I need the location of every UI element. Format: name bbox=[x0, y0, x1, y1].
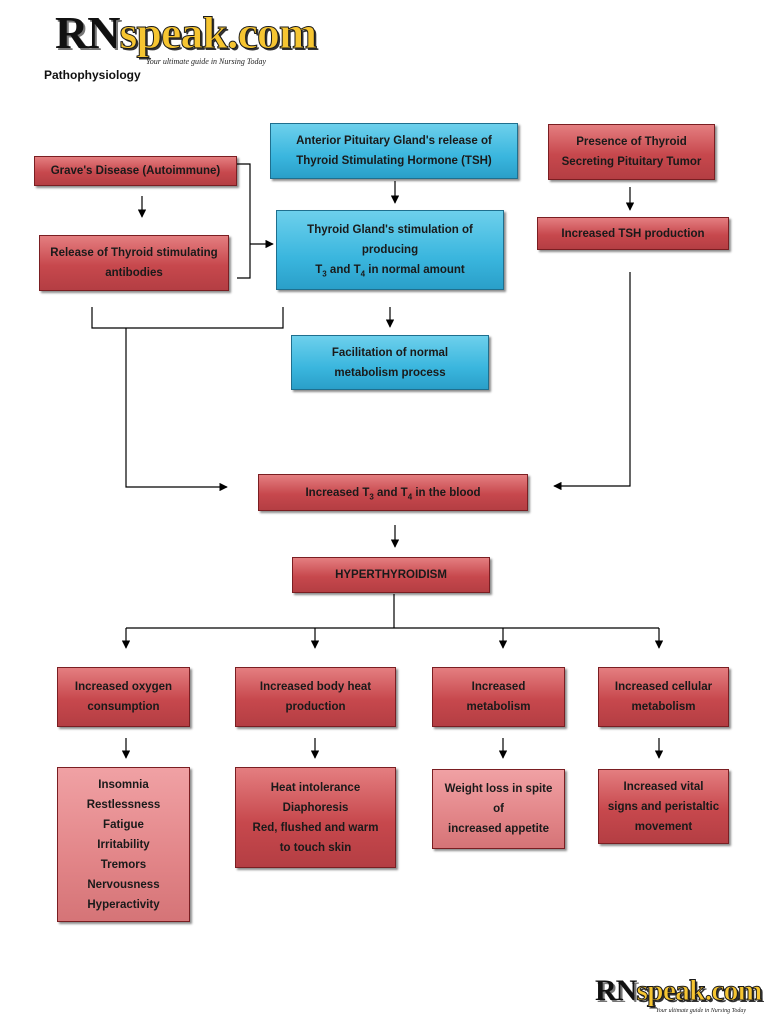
node-increased-body-heat: Increased body heat production bbox=[235, 667, 396, 727]
bracket-left-column bbox=[91, 307, 284, 329]
node-heat-effects: Heat intolerance Diaphoresis Red, flushe… bbox=[235, 767, 396, 868]
node-oxygen-effects: Insomnia Restlessness Fatigue Irritabili… bbox=[57, 767, 190, 922]
node-thyroid-antibodies: Release of Thyroid stimulating antibodie… bbox=[39, 235, 229, 291]
node-increased-cellular-metabolism: Increased cellular metabolism bbox=[598, 667, 729, 727]
node-normal-metabolism: Facilitation of normal metabolism proces… bbox=[291, 335, 489, 390]
node-tsh-production: Increased TSH production bbox=[537, 217, 729, 250]
rnspeak-logo-bottom: RNspeak.com bbox=[595, 974, 763, 1007]
arrow-left-to-blood bbox=[125, 328, 228, 492]
node-thyroid-stimulation: Thyroid Gland's stimulation of producing… bbox=[276, 210, 504, 290]
rnspeak-logo-top: RNspeak.com bbox=[55, 7, 318, 58]
node-hyperthyroidism: HYPERTHYROIDISM bbox=[292, 557, 490, 593]
increased-t3-t4-line: Increased T3 and T4 in the blood bbox=[305, 486, 481, 501]
logo-tagline-bottom: Your ultimate guide in Nursing Today bbox=[656, 1008, 747, 1014]
arrow-tsh-to-blood bbox=[553, 272, 631, 491]
node-graves-disease: Grave's Disease (Autoimmune) bbox=[34, 156, 237, 186]
page-subtitle: Pathophysiology bbox=[44, 68, 141, 82]
bracket-graves-antibodies bbox=[237, 163, 251, 279]
node-pituitary-tumor: Presence of Thyroid Secreting Pituitary … bbox=[548, 124, 715, 180]
logo-tagline-top: Your ultimate guide in Nursing Today bbox=[146, 57, 267, 66]
node-increased-metabolism: Increased metabolism bbox=[432, 667, 565, 727]
node-increased-t3-t4: Increased T3 and T4 in the blood bbox=[258, 474, 528, 511]
node-cellular-effects: Increased vital signs and peristaltic mo… bbox=[598, 769, 729, 844]
node-metabolism-effects: Weight loss in spite of increased appeti… bbox=[432, 769, 565, 849]
node-increased-oxygen: Increased oxygen consumption bbox=[57, 667, 190, 727]
node-anterior-pituitary: Anterior Pituitary Gland's release of Th… bbox=[270, 123, 518, 179]
t3-t4-normal-line: T3 and T4 in normal amount bbox=[315, 264, 465, 279]
